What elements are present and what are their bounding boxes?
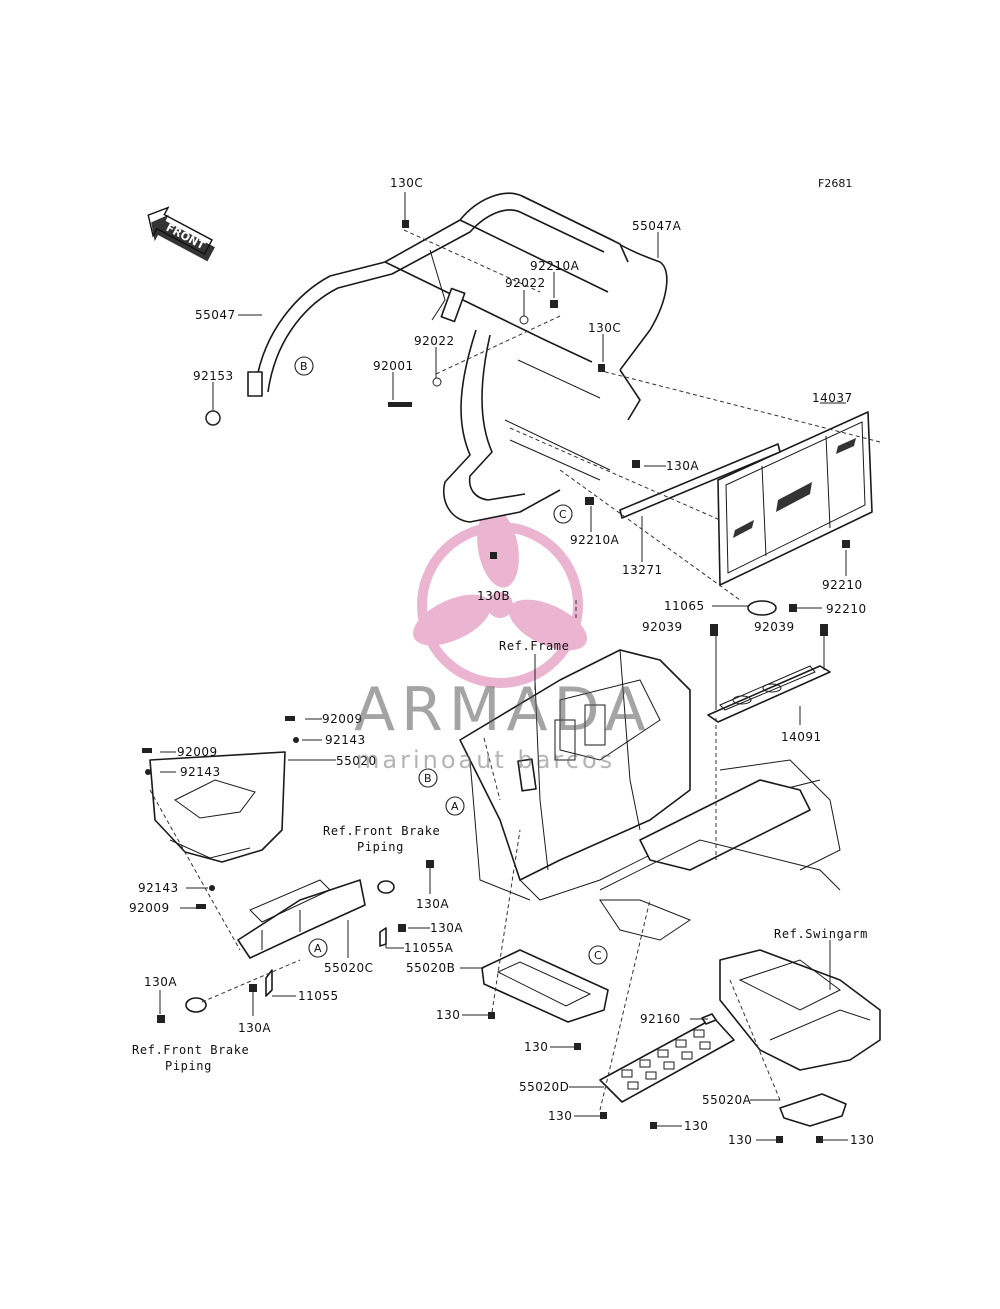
part-label: 130C [588,321,621,335]
clamp-icon [265,969,273,997]
callout-c-top: C [553,504,573,524]
part-label: 92022 [414,334,455,348]
part-label: 13271 [622,563,663,577]
skid-guard-a [779,1093,847,1127]
part-label: 92022 [505,276,546,290]
part-label: 55020C [324,961,374,975]
skid-guard-b [481,949,609,1023]
callout-a-frame: A [445,796,465,816]
brake-clip-icon [377,880,395,894]
rear-cover [707,600,831,723]
part-label: 92039 [754,620,795,634]
part-label: 55020A [702,1093,752,1107]
part-label: 130A [144,975,177,989]
callout-b-top: B [294,356,314,376]
front-guard [149,751,286,863]
part-label: 92001 [373,359,414,373]
part-labels: 130C 55047A 92210A 92022 55047 92022 130… [129,176,874,1147]
leader-lines [159,192,848,1141]
part-label: 92210A [570,533,620,547]
part-label: 130A [238,1021,271,1035]
front-bracket [237,879,366,959]
rack-strip [619,443,781,519]
part-label: 92009 [322,712,363,726]
part-label: 55020B [406,961,455,975]
part-label: 130 [850,1133,874,1147]
part-label: 14037 [812,391,853,405]
part-label: 55047 [195,308,236,322]
callout-a-bracket: A [308,938,328,958]
figure-id: F2681 [818,177,852,190]
part-label: 92210 [826,602,867,616]
part-label: 92039 [642,620,683,634]
callout-c-frame: C [588,945,608,965]
part-label: 92160 [640,1012,681,1026]
part-label: 130 [684,1119,708,1133]
ref-front-brake-label: Piping [165,1059,212,1073]
upper-rack [247,192,668,523]
part-label: 55020 [336,754,377,768]
part-label: 11065 [664,599,705,613]
ref-front-brake-label: Ref.Front Brake [323,824,440,838]
part-label: 11055A [404,941,454,955]
part-label: 130 [728,1133,752,1147]
svg-text:C: C [594,949,602,962]
ref-frame-label: Ref.Frame [499,639,569,653]
part-label: 130B [477,589,510,603]
bolt-icons [142,220,850,1143]
main-frame [459,649,841,941]
part-label: 92153 [193,369,234,383]
part-label: 92143 [180,765,221,779]
svg-text:C: C [559,508,567,521]
part-label: 130 [548,1109,572,1123]
grille-panel [717,411,873,586]
dashed-guides [149,229,881,1111]
part-label: 130A [666,459,699,473]
skid-guard-d [599,1013,735,1103]
part-label: 55047A [632,219,682,233]
clamp-icon [379,927,387,947]
part-label: 130A [416,897,449,911]
part-label: 92210 [822,578,863,592]
ref-front-brake-label: Ref.Front Brake [132,1043,249,1057]
callout-b-frame: B [418,768,438,788]
swingarm [719,949,881,1071]
part-label: 130C [390,176,423,190]
svg-text:A: A [451,800,459,813]
ref-front-brake-label: Piping [357,840,404,854]
watermark-logo-icon [413,508,587,688]
front-arrow-icon: FRONT [147,206,215,262]
part-label: 130 [524,1040,548,1054]
part-label: 92009 [129,901,170,915]
cap-icon [747,600,777,616]
watermark-tagline: marinoaut barcos [356,746,615,774]
part-label: 92143 [325,733,366,747]
part-label: 92210A [530,259,580,273]
part-label: 11055 [298,989,339,1003]
watermark-brand: ARMADA [354,675,652,745]
ref-swingarm-label: Ref.Swingarm [774,927,868,941]
brake-clip-icon [185,997,207,1013]
part-label: 92009 [177,745,218,759]
svg-text:B: B [424,772,432,785]
part-label: 130 [436,1008,460,1022]
part-label: 14091 [781,730,822,744]
part-label: 92143 [138,881,179,895]
svg-text:B: B [300,360,308,373]
part-label: 130A [430,921,463,935]
part-label: 55020D [519,1080,569,1094]
svg-text:A: A [314,942,322,955]
